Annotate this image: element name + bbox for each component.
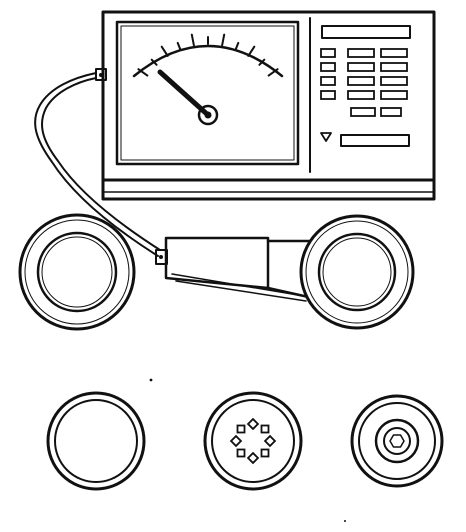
left-ring-outer	[18, 213, 136, 331]
panel-display-top	[321, 25, 411, 39]
tip-concentric-hex-center	[389, 434, 405, 448]
tip-segment	[246, 451, 260, 465]
probe-socket	[155, 249, 168, 265]
dial-tick	[160, 45, 169, 57]
probe-grip-line-1	[171, 273, 305, 297]
dial-scale-arc	[132, 44, 284, 78]
needle-pivot-outer	[197, 104, 219, 126]
right-ring-core	[322, 237, 392, 307]
dial-tick	[221, 33, 226, 47]
panel-button-grid	[320, 48, 408, 117]
left-ring-core	[41, 236, 113, 308]
panel-button	[380, 48, 408, 58]
cable-strand-outer	[34, 72, 159, 257]
tip-plain	[46, 391, 146, 491]
tip-segment	[260, 424, 270, 434]
panel-button	[320, 62, 336, 72]
right-adapter-ring	[299, 214, 415, 330]
meter-housing-front	[101, 10, 436, 182]
tip-concentric-ring-3	[374, 418, 420, 464]
tip-concentric-ring-4	[383, 427, 411, 455]
tip-segmented	[203, 391, 303, 491]
tip-segment	[236, 424, 246, 434]
control-panel	[320, 25, 411, 147]
left-ring-outer-inner	[24, 219, 130, 325]
tip-concentric	[350, 394, 444, 488]
meter-housing-base	[101, 178, 436, 201]
dial-tick	[267, 68, 279, 77]
right-ring-outer-inner	[305, 220, 409, 324]
cable-strand-inner	[41, 77, 161, 251]
dial-window-inner	[120, 25, 295, 161]
meter-unit	[101, 10, 436, 201]
left-adapter-ring	[18, 213, 136, 331]
right-ring-backdrop	[301, 216, 413, 328]
tip-segment-ring	[229, 417, 277, 465]
dial-tick	[234, 41, 240, 51]
needle-pivot-center	[204, 111, 212, 119]
tip-segment	[229, 434, 243, 448]
panel-button	[347, 62, 375, 72]
optical-probe	[155, 236, 315, 302]
tip-concentric-outer	[350, 394, 444, 488]
scan-speck	[344, 520, 346, 522]
tip-segment	[260, 448, 270, 458]
tip-segmented-inner	[211, 399, 295, 483]
dial-needle	[157, 69, 211, 118]
dial-tick	[247, 45, 256, 57]
panel-selector-icon	[320, 132, 332, 142]
tip-plain-inner	[54, 399, 138, 483]
panel-button	[380, 76, 408, 86]
tip-segment	[263, 434, 277, 448]
dial-tick	[190, 33, 195, 47]
meter-connector	[95, 68, 107, 81]
probe-grip-line-2	[175, 280, 307, 302]
tip-segmented-outer	[203, 391, 303, 491]
panel-button	[347, 76, 375, 86]
panel-button	[380, 107, 402, 117]
panel-button	[347, 48, 375, 58]
left-ring-inner	[36, 231, 118, 313]
meter-jack	[95, 68, 107, 81]
dial-tick	[258, 58, 266, 66]
probe-socket-pin	[159, 255, 163, 259]
dial-tick	[150, 58, 158, 66]
panel-button	[320, 90, 336, 100]
dial-tick	[137, 68, 149, 77]
scan-speck	[149, 378, 153, 382]
probe-cable	[34, 72, 161, 257]
dial	[115, 20, 300, 166]
tip-concentric-ring-2	[358, 402, 436, 480]
right-ring-inner	[317, 232, 397, 312]
panel-button	[320, 48, 336, 58]
panel-button	[380, 90, 408, 100]
tip-segment	[236, 448, 246, 458]
panel-button	[347, 90, 375, 100]
dial-tick	[176, 41, 182, 51]
meter-jack-pin	[99, 73, 103, 77]
dial-window	[115, 20, 300, 166]
dial-tick-marks	[137, 33, 279, 77]
probe-body	[164, 236, 270, 290]
right-ring-outer	[299, 214, 415, 330]
panel-button	[320, 76, 336, 86]
panel-display-bottom	[340, 134, 410, 147]
panel-button	[380, 62, 408, 72]
panel-button	[350, 107, 376, 117]
tip-plain-outer	[46, 391, 146, 491]
tip-segment	[246, 417, 260, 431]
